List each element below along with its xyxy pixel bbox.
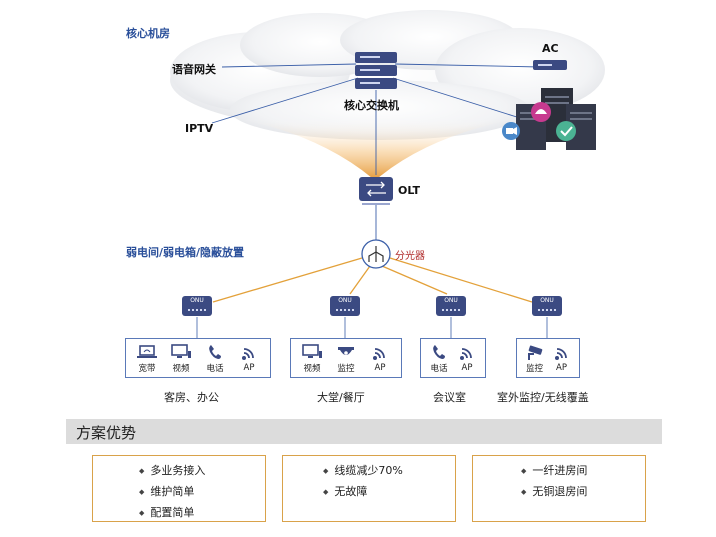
advantages-title: 方案优势 [76, 424, 137, 442]
wifi-icon [373, 347, 385, 360]
device-label: 监控 [525, 363, 543, 374]
wifi-icon [460, 347, 472, 360]
device-item: 宽带 [130, 343, 164, 374]
drop-fibers [212, 257, 533, 303]
onu-label: ONU [190, 297, 204, 304]
tv-icon [302, 343, 322, 358]
onu-device-icon: ONU [436, 296, 466, 316]
onu-label: ONU [444, 297, 458, 304]
group-caption-rooms: 客房、办公 [164, 391, 219, 404]
group-caption-meeting: 会议室 [433, 391, 466, 404]
onu-label: ONU [540, 297, 554, 304]
device-group-rooms: 宽带 视频 电话 AP [125, 338, 271, 378]
ac-device-icon [533, 60, 567, 70]
device-label: AP [556, 362, 567, 373]
device-label: AP [374, 362, 386, 373]
olt-label: OLT [398, 184, 421, 197]
advantage-item: 维护简单 [139, 482, 205, 503]
device-label: AP [461, 362, 473, 373]
onu-device-icon: ONU [330, 296, 360, 316]
advantage-item: 一纤进房间 [521, 461, 587, 482]
advantage-box-1: 多业务接入 维护简单 配置简单 [92, 455, 266, 522]
device-item: 电话 [198, 343, 232, 374]
bullet-camera-icon [527, 345, 542, 360]
wifi-icon [554, 347, 567, 360]
uplink-beam [236, 118, 520, 178]
advantage-item: 多业务接入 [139, 461, 205, 482]
device-label: 视频 [172, 363, 190, 374]
splitter-label: 分光器 [395, 251, 425, 262]
device-label: 监控 [337, 363, 355, 374]
advantages-header: 方案优势 [66, 419, 662, 444]
core-switch-label: 核心交换机 [344, 99, 399, 112]
tv-icon [171, 343, 191, 358]
olt-device-icon [359, 177, 393, 205]
advantage-item: 线缆减少70% [323, 461, 402, 482]
onu-group-links [196, 317, 548, 338]
device-item: AP [363, 344, 397, 373]
advantage-box-3: 一纤进房间 无铜退房间 [472, 455, 646, 522]
onu-label: ONU [338, 297, 352, 304]
server-cluster-icon [502, 88, 596, 150]
device-item: 视频 [164, 343, 198, 374]
weak-room-label: 弱电间/弱电箱/隐蔽放置 [126, 246, 245, 259]
device-item: AP [453, 344, 481, 373]
device-item: 电话 [425, 343, 453, 374]
core-links [211, 63, 541, 175]
device-group-outdoor: 监控 AP [516, 338, 580, 378]
dome-camera-icon [338, 346, 354, 355]
advantage-box-2: 线缆减少70% 无故障 [282, 455, 456, 522]
wifi-icon [242, 347, 254, 360]
laptop-icon [137, 344, 157, 358]
device-item: 监控 [329, 343, 363, 374]
ac-label: AC [542, 42, 559, 55]
device-item: AP [548, 344, 575, 373]
advantage-item: 配置简单 [139, 503, 205, 524]
group-caption-outdoor: 室外监控/无线覆盖 [497, 391, 589, 404]
onu-device-icon: ONU [182, 296, 212, 316]
splitter-icon [361, 239, 391, 269]
onu-device-icon: ONU [532, 296, 562, 316]
core-switch-icon [355, 52, 397, 89]
device-label: 电话 [430, 363, 448, 374]
advantage-item: 无故障 [323, 482, 403, 503]
iptv-label: IPTV [185, 122, 214, 135]
advantage-item: 无铜退房间 [521, 482, 587, 503]
device-item: AP [232, 344, 266, 373]
device-label: 宽带 [138, 363, 156, 374]
phone-icon [433, 344, 445, 359]
phone-icon [209, 344, 221, 359]
device-label: AP [243, 362, 255, 373]
core-room-label: 核心机房 [126, 27, 170, 40]
device-item: 监控 [521, 343, 548, 374]
group-caption-lobby: 大堂/餐厅 [317, 391, 365, 404]
device-item: 视频 [295, 343, 329, 374]
device-group-meeting: 电话 AP [420, 338, 486, 378]
device-group-lobby: 视频 监控 AP [290, 338, 402, 378]
voice-gateway-label: 语音网关 [172, 63, 216, 76]
device-label: 视频 [303, 363, 321, 374]
device-label: 电话 [206, 363, 224, 374]
